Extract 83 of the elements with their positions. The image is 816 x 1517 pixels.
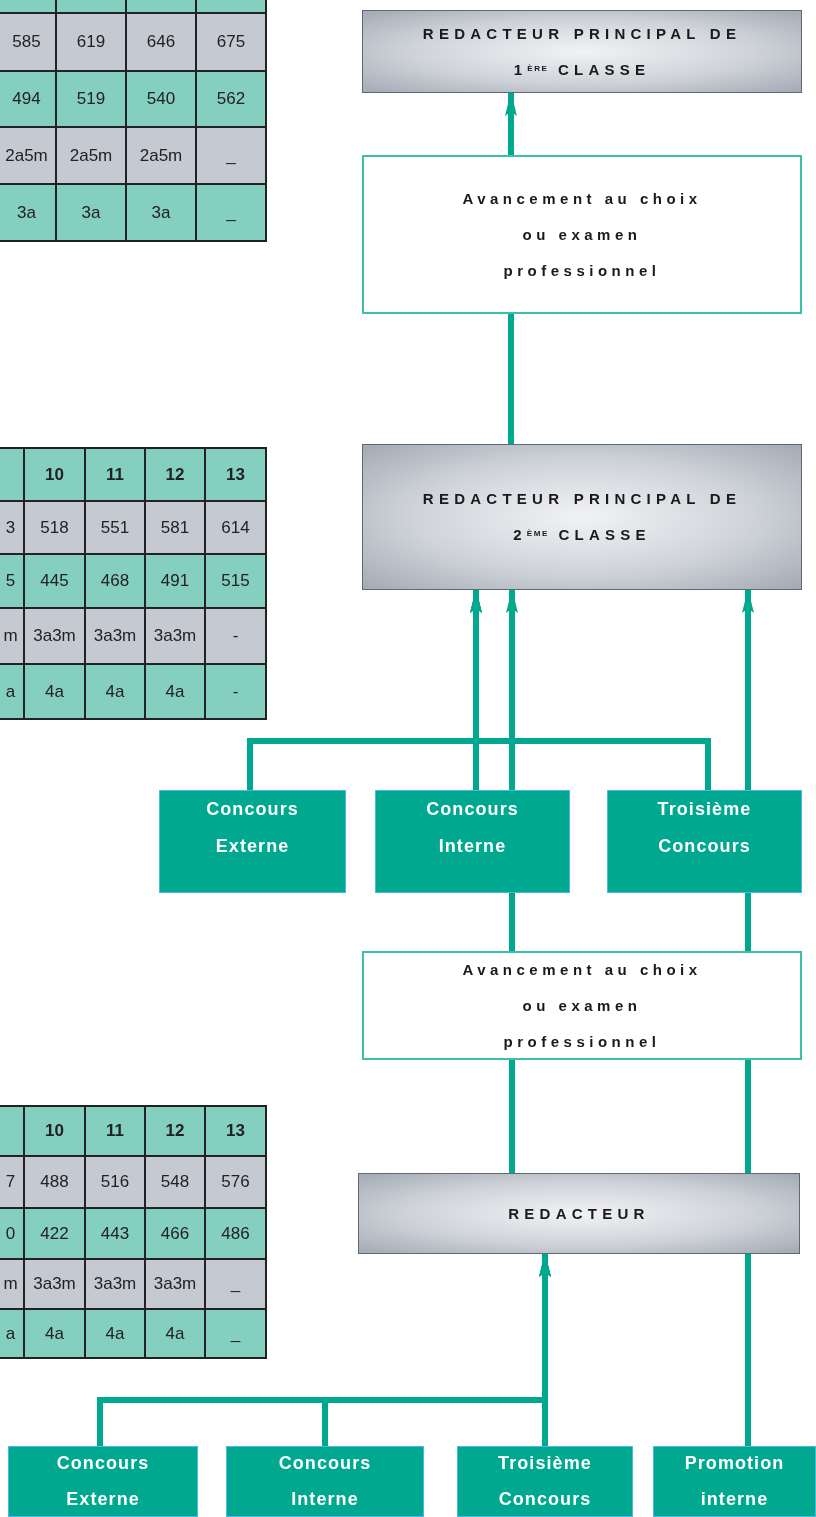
table-cell: 488 <box>23 1155 86 1209</box>
table-cell: _ <box>195 183 267 242</box>
table-cell: a <box>0 1308 25 1359</box>
grade-title: REDACTEUR <box>507 1203 651 1224</box>
table-cell: 562 <box>195 70 267 128</box>
exam-box <box>362 951 802 1060</box>
entry-route-label: Troisième Concours <box>498 1452 592 1511</box>
table-cell: _ <box>204 1258 267 1310</box>
table-cell: 2a5m <box>55 126 127 185</box>
table-cell: 518 <box>23 500 86 555</box>
table-cell: 4a <box>84 1308 146 1359</box>
table-cell: 3a <box>55 183 127 242</box>
table-cell: a <box>0 663 25 720</box>
table-cell: 646 <box>125 12 197 72</box>
table-cell: 4a <box>144 1308 206 1359</box>
table-cell: _ <box>195 126 267 185</box>
column-header: 12 <box>144 447 206 502</box>
table-cell: 516 <box>84 1155 146 1209</box>
column-header: 11 <box>84 447 146 502</box>
table-cell: 4a <box>23 663 86 720</box>
column-header: 11 <box>84 1105 146 1157</box>
table-cell: 443 <box>84 1207 146 1260</box>
entry-route-label: Concours Interne <box>278 1452 372 1511</box>
column-header: 13 <box>204 1105 267 1157</box>
grade-box <box>362 444 802 590</box>
table-cell: 3a3m <box>23 1258 86 1310</box>
table-cell: 576 <box>204 1155 267 1209</box>
exam-box <box>362 155 802 314</box>
table-cell: 3a <box>125 183 197 242</box>
entry-route-box <box>8 1446 198 1517</box>
table-cell: 466 <box>144 1207 206 1260</box>
table-cell: 3a3m <box>23 607 86 665</box>
table-cell: 4a <box>84 663 146 720</box>
table-cell: 3a3m <box>144 607 206 665</box>
table-cell: - <box>204 663 267 720</box>
table-cell: 422 <box>23 1207 86 1260</box>
table-cell: 4a <box>144 663 206 720</box>
grade-title: REDACTEUR PRINCIPAL DE 2$^{ÈME}$ CLASSE <box>421 489 743 545</box>
table-cell: 581 <box>144 500 206 555</box>
table-cell: 3a <box>0 183 57 242</box>
exam-text: Avancement au choix ou examen professionnel <box>461 188 703 281</box>
table-cell: 548 <box>144 1155 206 1209</box>
column-header: 10 <box>23 1105 86 1157</box>
table-cell: 3a3m <box>144 1258 206 1310</box>
grade-title: REDACTEUR PRINCIPAL DE 1$^{ÈRE}$ CLASSE <box>421 23 743 80</box>
connector-arrow <box>539 1251 551 1449</box>
table-cell: 494 <box>0 70 57 128</box>
column-header: 10 <box>23 447 86 502</box>
entry-route-box <box>226 1446 424 1517</box>
table-cell: 619 <box>55 12 127 72</box>
table-cell: 515 <box>204 553 267 609</box>
table-cell: 614 <box>204 500 267 555</box>
table-cell: 551 <box>84 500 146 555</box>
table-cell: 2a5m <box>0 126 57 185</box>
table-cell: 3a3m <box>84 1258 146 1310</box>
grade-box <box>358 1173 800 1254</box>
table-cell: _ <box>204 1308 267 1359</box>
table-cell: 540 <box>125 70 197 128</box>
entry-route-label: Promotion interne <box>684 1452 785 1511</box>
entry-route-box <box>607 790 802 893</box>
table-cell: 4a <box>23 1308 86 1359</box>
entry-route-box <box>457 1446 633 1517</box>
entry-route-label: Concours Externe <box>56 1452 150 1511</box>
exam-text: Avancement au choix ou examen professionnel <box>461 959 703 1052</box>
table-cell: - <box>204 607 267 665</box>
entry-route-box <box>159 790 346 893</box>
table-cell: 486 <box>204 1207 267 1260</box>
column-header: 12 <box>144 1105 206 1157</box>
table-cell: 3a3m <box>84 607 146 665</box>
entry-route-box <box>653 1446 816 1517</box>
column-header: 13 <box>204 447 267 502</box>
table-cell: 675 <box>195 12 267 72</box>
table-cell: 2a5m <box>125 126 197 185</box>
table-cell: 491 <box>144 553 206 609</box>
entry-route-label: Concours Interne <box>426 798 519 858</box>
table-cell: 519 <box>55 70 127 128</box>
table-cell: 468 <box>84 553 146 609</box>
entry-route-label: Concours Externe <box>206 798 299 858</box>
table-cell: 585 <box>0 12 57 72</box>
grade-box <box>362 10 802 93</box>
entry-route-box <box>375 790 570 893</box>
table-cell: 445 <box>23 553 86 609</box>
entry-route-label: Troisième Concours <box>657 798 752 858</box>
